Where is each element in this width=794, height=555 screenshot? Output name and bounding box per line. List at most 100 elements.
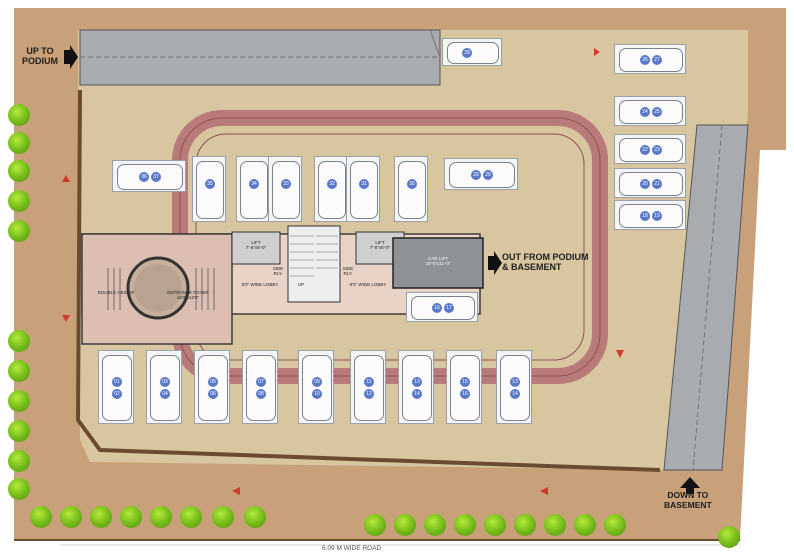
parking-number: 02 [112,389,122,399]
car-lift [392,237,484,289]
tree-icon [150,506,172,528]
tree-icon [424,514,446,536]
label-side-right: SIDE RLY. [342,266,354,276]
label-entrance-foyer: ENTRANCE FOYER 16'3"x12'6" [167,290,209,300]
traffic-arrows [62,48,624,495]
car-shape [619,100,683,124]
car-shape [449,162,515,188]
arrow-up-to-podium [64,45,78,69]
car-shape [350,161,378,219]
car-shape [500,355,530,421]
tree-icon [180,506,202,528]
tree-icon [604,514,626,536]
parking-number: 24 [640,107,650,117]
parking-bay: 35 [192,156,226,222]
parking-number: 10 [312,389,322,399]
parking-number: 28 [462,48,472,58]
label-side-left: SIDE RLY. [272,266,284,276]
parking-bay: 30 [394,156,428,222]
label-road: 6.09 M WIDE ROAD [322,545,382,552]
parking-number: 12 [364,389,374,399]
parking-number: 27 [652,55,662,65]
label-lift-left: LIFT 7'-6"x6'-0" [245,240,267,250]
parking-number: 16 [460,389,470,399]
parking-number: 23 [652,145,662,155]
lift-left [231,231,281,265]
tree-icon [718,526,740,548]
tree-icon [8,450,30,472]
car-shape [246,355,276,421]
parking-bay: 28 [442,38,502,66]
arrow-out-podium [488,251,502,275]
tree-icon [30,506,52,528]
car-shape [619,172,683,196]
parking-number: 25 [652,107,662,117]
parking-number: 33 [281,179,291,189]
tree-icon [8,132,30,154]
parking-number: 05 [208,377,218,387]
parking-bay: 33 [268,156,302,222]
parking-number: 17 [444,303,454,313]
car-shape [402,355,432,421]
car-shape [117,164,183,190]
parking-number: 31 [359,179,369,189]
parking-number: 19 [652,211,662,221]
parking-number: 30 [407,179,417,189]
label-car-lift: CAR LIFT 19'-0"x11'-0" [425,256,451,266]
tree-icon [454,514,476,536]
parking-number: 36 [139,172,149,182]
car-shape [150,355,180,421]
parking-number: 06 [208,389,218,399]
parking-bay: 32 [314,156,348,222]
car-shape [240,161,268,219]
tree-icon [574,514,596,536]
tree-icon [60,506,82,528]
staircase [287,225,341,303]
ramp-down-to-basement [663,124,749,471]
parking-number: 37 [151,172,161,182]
parking-number: 29 [483,170,493,180]
tree-icon [8,104,30,126]
parking-number: 26 [640,55,650,65]
parking-number: 11 [364,377,374,387]
tree-icon [8,390,30,412]
label-out-from-podium: OUT FROM PODIUM & BASEMENT [502,252,589,273]
tree-icon [8,330,30,352]
tree-icon [120,506,142,528]
tree-icon [364,514,386,536]
parking-number: 13 [412,377,422,387]
parking-number: 18 [640,211,650,221]
parking-number: 21 [652,179,662,189]
parking-number: 03 [160,377,170,387]
parking-number: 14 [510,389,520,399]
label-double-height: DOUBLE HEIGHT [97,290,135,295]
ramp-up-to-podium [79,29,441,86]
car-shape [619,48,683,72]
parking-number: 29 [471,170,481,180]
label-lobby-right: 8'0" WIDE LOBBY [349,282,387,287]
tree-icon [394,514,416,536]
parking-number: 14 [412,389,422,399]
tree-icon [212,506,234,528]
car-shape [398,161,426,219]
arrow-down-basement [680,477,700,494]
tree-icon [8,420,30,442]
parking-number: 34 [249,179,259,189]
label-down-to-basement: DOWN TO BASEMENT [664,490,712,510]
label-stair-up: UP [297,282,305,287]
parking-bay: 34 [236,156,270,222]
parking-number: 16 [432,303,442,313]
car-shape [196,161,224,219]
car-shape [354,355,384,421]
